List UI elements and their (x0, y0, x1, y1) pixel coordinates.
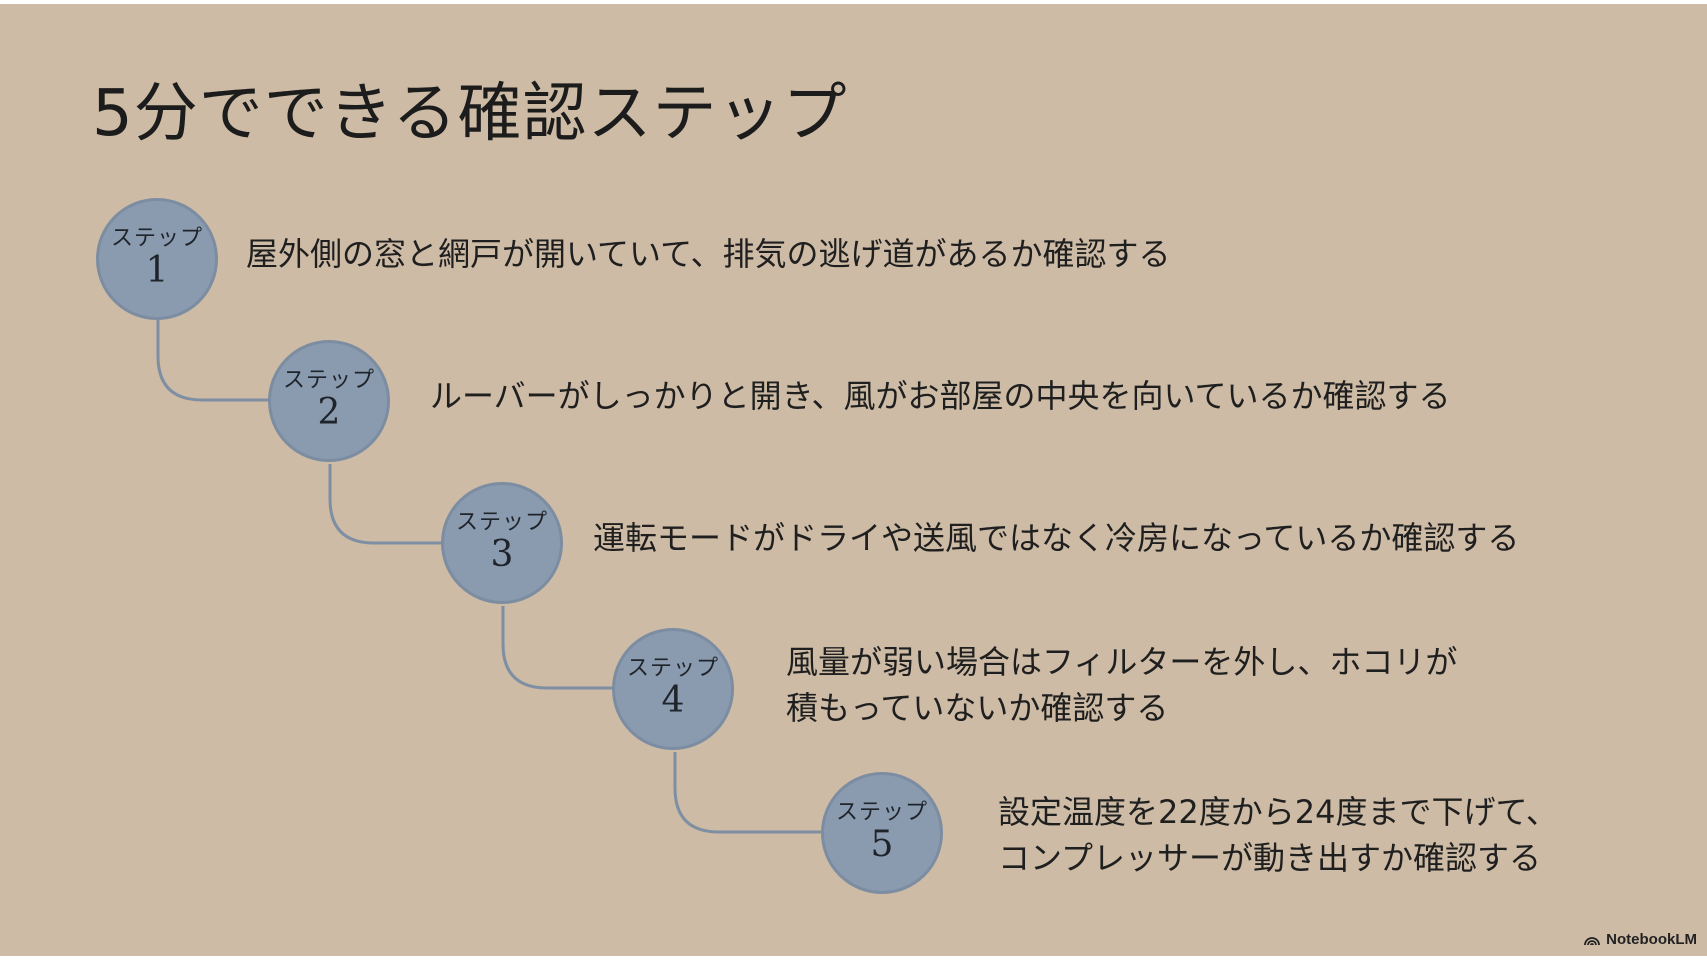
step-5-line-2: コンプレッサーが動き出すか確認する (998, 839, 1542, 877)
connector-1-2 (156, 320, 270, 402)
step-5-line-1: 設定温度を22度から24度まで下げて、 (998, 793, 1558, 831)
step-5-label: ステップ (835, 800, 928, 826)
step-4-line-2: 積もっていないか確認する (786, 689, 1169, 727)
step-3-circle: ステップ 3 (441, 482, 563, 604)
step-5-number: 5 (870, 824, 894, 866)
notebooklm-brand: NotebookLM (1584, 931, 1697, 948)
step-3-text: 運転モードがドライや送風ではなく冷房になっているか確認する (593, 515, 1519, 561)
step-3-label: ステップ (455, 510, 548, 536)
notebooklm-logo-icon (1584, 936, 1601, 945)
step-2-label: ステップ (282, 368, 375, 394)
step-3-line-1: 運転モードがドライや送風ではなく冷房になっているか確認する (593, 519, 1520, 557)
step-1-label: ステップ (110, 226, 203, 252)
step-connectors (156, 320, 823, 834)
step-2-circle: ステップ 2 (268, 340, 390, 462)
step-4-line-1: 風量が弱い場合はフィルターを外し、ホコリが (786, 643, 1458, 681)
step-1-text: 屋外側の窓と網戸が開いていて、排気の逃げ道があるか確認する (246, 231, 1170, 277)
step-2-number: 2 (317, 392, 341, 434)
slide-title: 5分でできる確認ステップ (92, 77, 848, 151)
step-4-circle: ステップ 4 (612, 628, 734, 750)
step-1-circle: ステップ 1 (96, 198, 218, 320)
step-3-number: 3 (490, 534, 514, 576)
step-1-number: 1 (145, 250, 169, 292)
step-4-label: ステップ (626, 656, 719, 682)
connector-4-5 (673, 752, 823, 834)
step-5-text: 設定温度を22度から24度まで下げて、 コンプレッサーが動き出すか確認する (998, 789, 1558, 881)
connector-2-3 (328, 464, 444, 545)
step-5-circle: ステップ 5 (821, 772, 943, 894)
connector-3-4 (501, 606, 615, 690)
step-2-text: ルーバーがしっかりと開き、風がお部屋の中央を向いているか確認する (430, 373, 1450, 419)
step-2-line-1: ルーバーがしっかりと開き、風がお部屋の中央を向いているか確認する (430, 377, 1451, 415)
step-1-line-1: 屋外側の窓と網戸が開いていて、排気の逃げ道があるか確認する (246, 235, 1171, 273)
step-4-number: 4 (661, 680, 685, 722)
slide: 5分でできる確認ステップ ステップ 1 屋外側の窓と網戸が開いていて、排気の逃げ… (0, 4, 1707, 956)
step-4-text: 風量が弱い場合はフィルターを外し、ホコリが 積もっていないか確認する (786, 639, 1457, 731)
brand-name: NotebookLM (1606, 931, 1697, 948)
